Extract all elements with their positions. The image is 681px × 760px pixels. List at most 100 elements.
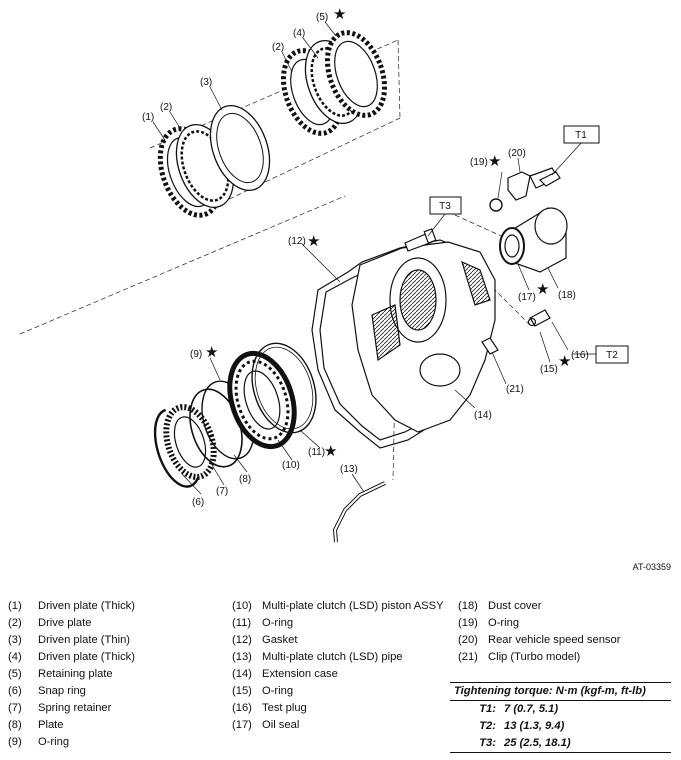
callout-10: (10) [282, 460, 300, 471]
torque-rule-mid [450, 700, 671, 701]
torque-rows: T1:7 (0.7, 5.1)T2:13 (1.3, 9.4) T3: 25 (2.… [450, 701, 671, 752]
star-icon: ★ [536, 280, 549, 298]
callout-2b: (2) [272, 42, 284, 53]
legend-label: Driven plate (Thin) [38, 634, 131, 646]
legend-number: (13) [232, 651, 252, 663]
legend-number: (15) [232, 685, 252, 697]
callout-3: (3) [200, 77, 212, 88]
right-side-parts [404, 167, 568, 355]
legend-label: O-ring [262, 617, 294, 629]
legend-column-3: (18) Dust cover (19)O-ring(20)Rear vehicle… [458, 598, 673, 666]
legend-item: (4)Driven plate (Thick) [8, 649, 223, 666]
piston-assembly [153, 342, 317, 488]
callout-5: (5) [316, 12, 328, 23]
legend-item: (3) Driven plate (Thin) [8, 632, 223, 649]
part-17-oil-seal [499, 227, 525, 265]
callout-11: (11) [308, 447, 325, 458]
legend-label: O-ring [262, 685, 294, 697]
torque-code: T2: [479, 720, 496, 732]
part-11-o-ring [251, 342, 317, 434]
legend-label: Plate [38, 719, 64, 731]
legend-number: (18) [458, 600, 478, 612]
legend-label: Multi-plate clutch (LSD) piston ASSY [262, 600, 444, 612]
part-13-clutch-pipe [332, 481, 386, 543]
torque-value: 25 (2.5, 18.1) [504, 737, 571, 749]
exploded-view-diagram: T1 T2 T3 (1) (2) (3) (2) (4) (5) (6) (7)… [19, 5, 671, 572]
legend-number: (21) [458, 651, 478, 663]
callouts: (1) (2) (3) (2) (4) (5) (6) (7) (8) (9) … [142, 12, 589, 508]
torque-row: T1:7 (0.7, 5.1) [450, 701, 671, 718]
legend-column-1: (1)Driven plate (Thick)(2)Drive plate(3)… [8, 598, 223, 751]
torque-rule-top [450, 682, 671, 683]
star-icon: ★ [333, 5, 346, 23]
legend-label: O-ring [38, 736, 70, 748]
legend-item: (12)Gasket [232, 632, 452, 649]
callout-6: (6) [192, 497, 204, 508]
star-icon: ★ [558, 352, 571, 370]
callout-17: (17) [518, 292, 536, 303]
legend-item: (13)Multi-plate clutch (LSD) pipe [232, 649, 452, 666]
svg-text:T2: T2 [606, 350, 618, 361]
legend-number: (8) [8, 719, 22, 731]
legend-label: Driven plate (Thick) [38, 651, 135, 663]
torque-badge-t1: T1 [563, 125, 600, 144]
legend-item: (2)Drive plate [8, 615, 223, 632]
part-14-extension-case [351, 241, 496, 433]
part-7-spring-retainer [163, 404, 217, 480]
legend-item: (16)Test plug [232, 700, 452, 717]
callout-20: (20) [508, 148, 526, 159]
torque-code: T3: [479, 737, 496, 749]
legend-number: (17) [232, 719, 252, 731]
legend-label: Extension case [262, 668, 338, 680]
part-18-dust-cover [511, 207, 568, 273]
callout-9: (9) [190, 349, 202, 360]
legend-label: Oil seal [262, 719, 300, 731]
legend-item: (15) O-ring [232, 683, 452, 700]
legend-label: Dust cover [488, 600, 542, 612]
star-icon: ★ [205, 343, 218, 361]
svg-text:T3: T3 [439, 201, 451, 212]
torque-code: T1: [479, 703, 496, 715]
leader-lines [152, 21, 596, 495]
legend-number: (19) [458, 617, 478, 629]
legend-item: (17) Oil seal [232, 717, 452, 734]
part-21-clip [481, 337, 499, 355]
callout-7: (7) [216, 486, 228, 497]
legend-number: (3) [8, 634, 22, 646]
legend-number: (7) [8, 702, 22, 714]
legend-number: (12) [232, 634, 252, 646]
callout-8: (8) [239, 474, 251, 485]
legend-item: (6)Snap ring [8, 683, 223, 700]
t1-bolt [538, 171, 561, 187]
callout-19: (19) [470, 157, 488, 168]
torque-row: T3: 25 (2.5, 18.1) [450, 735, 671, 752]
callout-18: (18) [558, 290, 576, 301]
legend-item: (21) Clip (Turbo model) [458, 649, 673, 666]
callout-12: (12) [288, 236, 306, 247]
star-icon: ★ [488, 152, 501, 170]
legend-item: (10)Multi-plate clutch (LSD) piston ASSY [232, 598, 452, 615]
callout-2a: (2) [160, 102, 172, 113]
legend-item: (19)O-ring [458, 615, 673, 632]
legend-item: (5)Retaining plate [8, 666, 223, 683]
legend-label: Retaining plate [38, 668, 113, 680]
legend-number: (1) [8, 600, 22, 612]
legend-label: Clip (Turbo model) [488, 651, 581, 663]
legend-item: (9)O-ring [8, 734, 223, 751]
clutch-plate-pack [157, 30, 388, 218]
callout-1: (1) [142, 112, 154, 123]
legend-item: (11)O-ring [232, 615, 452, 632]
legend-item: (7)Spring retainer [8, 700, 223, 717]
torque-badge-t2: T2 [595, 345, 629, 364]
legend-label: Driven plate (Thick) [38, 600, 135, 612]
legend-item: (18) Dust cover [458, 598, 673, 615]
legend-item: (14)Extension case [232, 666, 452, 683]
legend-label: Rear vehicle speed sensor [488, 634, 621, 646]
legend-item: (20)Rear vehicle speed sensor [458, 632, 673, 649]
star-marks: ★ ★ ★ ★ ★ ★ ★ [205, 5, 571, 460]
legend-label: Snap ring [38, 685, 86, 697]
part-6-snap-ring [153, 408, 202, 488]
torque-row: T2:13 (1.3, 9.4) [450, 718, 671, 735]
legend-column-2: (10)Multi-plate clutch (LSD) piston ASSY… [232, 598, 452, 734]
part-3-driven-plate-thin [209, 104, 271, 192]
